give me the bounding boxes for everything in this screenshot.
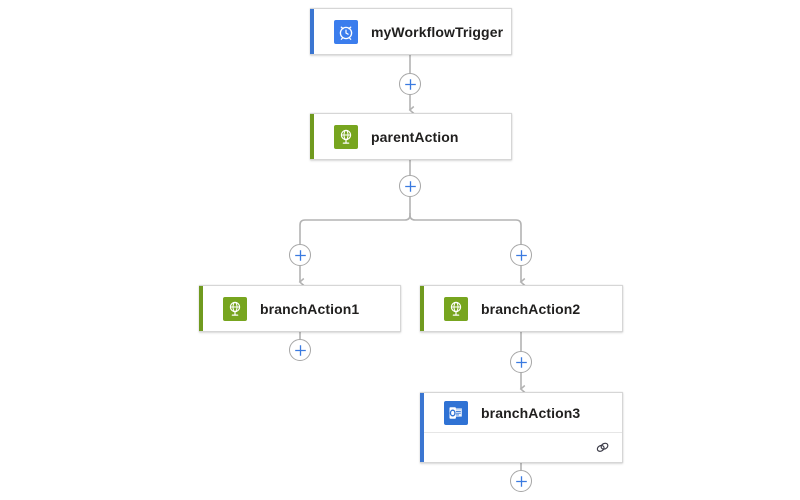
- add-step-button-after-branch-action-3[interactable]: [510, 470, 532, 492]
- http-globe-icon: [444, 296, 468, 321]
- chain-link-icon[interactable]: [594, 440, 610, 456]
- node-header: parentAction: [310, 114, 511, 159]
- add-step-button-after-branch-action-2[interactable]: [510, 351, 532, 373]
- add-step-button-after-trigger[interactable]: [399, 73, 421, 95]
- add-step-button-branch-2[interactable]: [510, 244, 532, 266]
- workflow-node-parent-action[interactable]: parentAction: [310, 113, 512, 160]
- node-label: parentAction: [371, 128, 459, 145]
- node-header: branchAction1: [199, 286, 400, 331]
- node-label: branchAction3: [481, 404, 581, 421]
- alarm-clock-icon: [334, 19, 358, 44]
- workflow-node-branch-action-2[interactable]: branchAction2: [420, 285, 623, 332]
- workflow-node-branch-action-1[interactable]: branchAction1: [199, 285, 401, 332]
- node-label: myWorkflowTrigger: [371, 23, 504, 40]
- node-label: branchAction2: [481, 300, 581, 317]
- node-footer: [420, 432, 622, 462]
- workflow-node-branch-action-3[interactable]: branchAction3: [420, 392, 623, 463]
- http-globe-icon: [334, 124, 358, 149]
- node-accent-bar: [310, 114, 314, 159]
- node-accent-bar: [420, 286, 424, 331]
- node-label: branchAction1: [260, 300, 360, 317]
- add-step-button-after-parent-action[interactable]: [399, 175, 421, 197]
- node-header: branchAction2: [420, 286, 622, 331]
- node-accent-bar: [420, 393, 424, 462]
- http-globe-icon: [223, 296, 247, 321]
- add-step-button-branch-1[interactable]: [289, 244, 311, 266]
- workflow-node-trigger[interactable]: myWorkflowTrigger: [310, 8, 512, 55]
- node-accent-bar: [199, 286, 203, 331]
- add-step-button-after-branch-action-1[interactable]: [289, 339, 311, 361]
- node-accent-bar: [310, 9, 314, 54]
- node-header: myWorkflowTrigger: [310, 9, 511, 54]
- outlook-icon: [444, 400, 468, 425]
- node-header: branchAction3: [420, 393, 622, 432]
